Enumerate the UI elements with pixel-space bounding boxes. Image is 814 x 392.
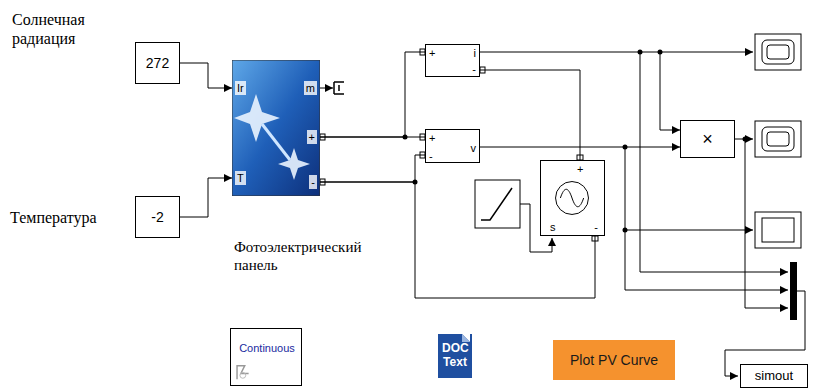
signal-line [180,63,232,88]
port-label: - [472,62,476,76]
electrical-wire [320,155,425,182]
electrical-wire [320,52,425,137]
scope-block [755,121,801,157]
block-icon [462,334,470,342]
current-sensor: + i - [425,44,480,77]
to-workspace-block: simout [740,364,808,388]
constant-value: 272 [146,55,169,71]
signal-wire [660,52,753,53]
signal-name: i [474,46,476,60]
block-icon [462,334,470,342]
block-icon [240,372,246,378]
signal-line [180,178,232,217]
signal-wire [625,147,753,230]
block-icon [262,124,290,160]
signal-name: v [471,141,477,155]
scope-block [755,34,801,70]
signal-line [480,52,680,130]
port-label: + [307,130,317,144]
junction-dot [623,228,628,233]
port-label: m [304,81,317,95]
terminator [320,82,344,94]
signal-line [480,147,680,148]
ramp-block [475,180,520,228]
block-icon [234,94,280,142]
terminator [334,82,344,94]
voltage-sensor: + - v [425,129,480,163]
variable-name: simout [755,369,793,384]
port-label: + [429,131,435,145]
scope-block [755,212,801,248]
constant-block: 272 [135,42,180,84]
scope-block [762,40,794,64]
port-label: - [309,175,317,189]
doc-text-block: DOC Text [438,334,472,378]
ramp-block [481,188,512,220]
button-label: Plot PV Curve [570,352,658,368]
scope-block [755,34,801,248]
doc-label: DOC Text [442,342,468,370]
block-icon [237,366,249,380]
port-label: Ir [235,81,246,95]
constant-value: -2 [151,209,163,225]
scope-block [767,132,789,146]
pv-panel-block: IrTm+-Фотоэлектрический панель [232,60,320,196]
input-caption: Солнечная радиация [12,10,124,48]
port-label: + [429,46,435,60]
block-name: Фотоэлектрический панель [234,238,399,274]
port-label: + [577,162,583,176]
port-label: s [550,220,556,234]
scope-block [762,127,794,151]
block-icon [556,182,589,215]
powergui-block: Continuous [230,328,302,386]
signal-wire [520,52,805,376]
scope-block [767,45,789,59]
scope-block [762,218,794,242]
solver-mode: Continuous [231,341,303,355]
block-icon [560,189,583,206]
port-label: T [235,171,246,185]
constant-block: -2 [135,196,180,238]
block-icon [231,329,301,385]
ramp-block [475,180,520,228]
input-caption: Температура [10,208,130,227]
mux-bar [790,262,797,320]
port-label: - [594,220,598,234]
product-block: × [680,120,735,158]
mux-bar [790,262,797,320]
electrical-wire [320,137,425,138]
product-sign: × [702,129,713,150]
terminator [320,88,333,89]
controlled-voltage-source: + s - [540,160,605,236]
plot-button: Plot PV Curve [553,340,675,380]
port-label: - [429,149,433,163]
junction-dot [743,137,748,142]
block-icon [232,60,320,196]
